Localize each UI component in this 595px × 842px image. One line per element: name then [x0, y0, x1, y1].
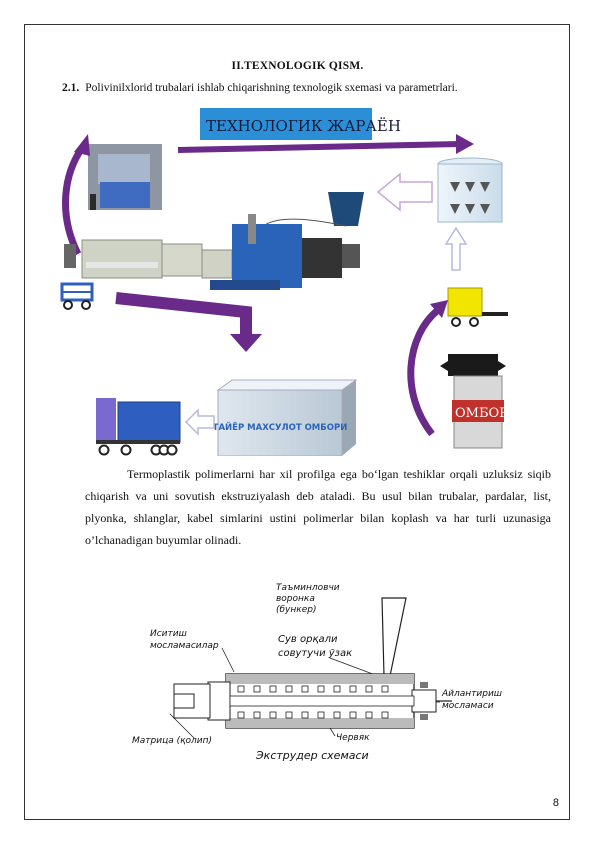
heater-label-1: Иситиш [150, 629, 187, 639]
cart-left [60, 282, 94, 310]
heater-label-2: мосламасилар [150, 641, 219, 651]
mixing-tank [437, 157, 503, 223]
warehouse-label: ОМБОР [455, 406, 508, 421]
matrix-label: Матрица (қолип) [132, 736, 212, 746]
page-number: 8 [552, 797, 559, 809]
hopper-label-2: воронка [276, 594, 315, 604]
arrow-to-truck [184, 408, 215, 436]
page-frame [24, 24, 570, 820]
process-banner [200, 108, 372, 140]
delivery-truck [96, 398, 181, 456]
arrow-top-head [456, 134, 474, 154]
cooling-label-2: совутучи ўзак [278, 648, 352, 659]
arrow-top [177, 141, 461, 153]
process-banner-text: ТЕХНОЛОГИК ЖАРАЁН [206, 117, 401, 135]
arrow-up-right-head [430, 300, 448, 318]
warehouse: ОМБОР [440, 354, 508, 449]
arrow-cart-to-tank [444, 226, 468, 271]
arrow-up-right [407, 307, 441, 437]
arrow-down-middle-head [230, 334, 262, 352]
screw-flights [237, 685, 389, 719]
extruder-diagram: Таъминловчи воронка (бункер) Иситиш мосл… [132, 583, 502, 762]
hopper-label-1: Таъминловчи [276, 583, 340, 593]
cooling-label-1: Сув орқали [278, 634, 338, 645]
process-diagram: ТЕХНОЛОГИК ЖАРАЁН [60, 108, 508, 456]
hopper [328, 192, 364, 226]
drive-label-2: мосламаси [442, 701, 494, 711]
section-title: II.TEXNOLOGIK QISM. [231, 60, 364, 72]
arrow-up-left [62, 146, 85, 256]
body-paragraph: Termoplastik polimerlarni har xil profil… [85, 467, 551, 547]
yellow-cart [447, 287, 508, 327]
extrusion-line [64, 214, 360, 290]
extruder-hopper [381, 597, 407, 677]
subsection-title: Polivinilxlorid trubalari ishlab chiqari… [85, 82, 458, 94]
subsection-number: 2.1. [62, 82, 80, 94]
drive-label-1: Айлантириш [441, 689, 502, 699]
screw-label: Червяк [336, 733, 370, 743]
hopper-label-3: (бункер) [276, 605, 316, 615]
arrow-tank-to-hopper [376, 172, 433, 212]
arrow-up-left-head [74, 134, 90, 156]
extruder-caption: Экструдер схемаси [255, 749, 369, 762]
grinder-machine [88, 144, 162, 210]
arrow-down-middle [115, 292, 252, 336]
extruder-screw [229, 695, 415, 707]
product-warehouse: ТАЙЁР МАХСУЛОТ ОМБОРИ [213, 379, 358, 456]
product-warehouse-label: ТАЙЁР МАХСУЛОТ ОМБОРИ [213, 421, 348, 433]
subsection-heading: 2.1. Polivinilxlorid trubalari ishlab chi… [62, 82, 458, 94]
